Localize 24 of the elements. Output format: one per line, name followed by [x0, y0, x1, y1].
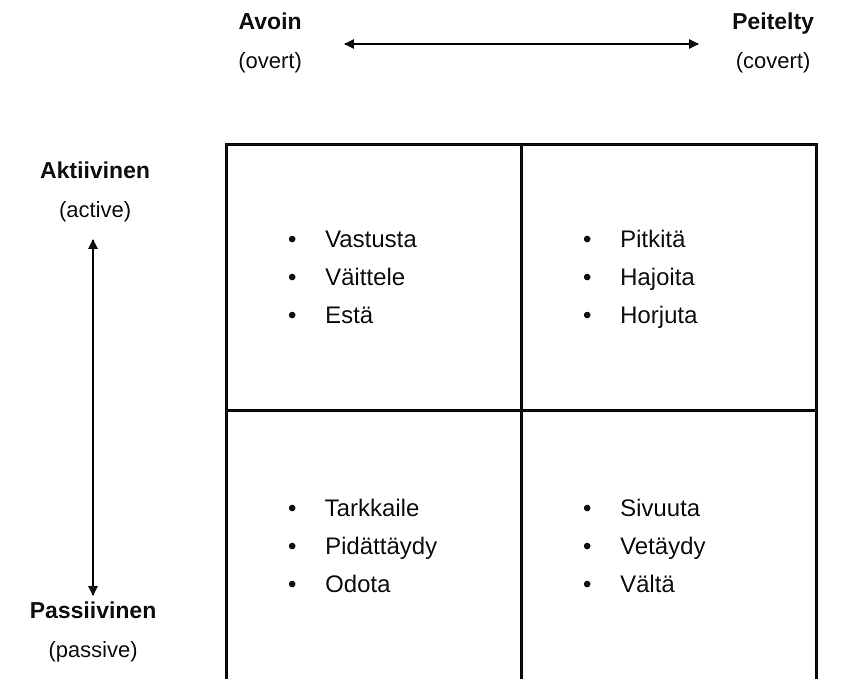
axis-label: Avoin: [238, 7, 302, 36]
list-item: • Hajoita: [583, 262, 696, 292]
axis-label: Passiivinen: [30, 596, 156, 625]
axis-label-translation: (passive): [48, 636, 138, 664]
matrix-cell: [520, 143, 818, 412]
list-item: • Horjuta: [583, 300, 698, 330]
axis-label: Aktiivinen: [40, 156, 150, 185]
axis-label: Peitelty: [732, 7, 814, 36]
matrix-cell: [225, 143, 523, 412]
list-item: • Estä: [288, 300, 374, 330]
axis-label-translation: (overt): [238, 47, 302, 75]
list-item: • Väittele: [288, 262, 406, 292]
list-item: • Odota: [288, 570, 392, 600]
list-item: • Sivuuta: [583, 494, 702, 524]
double-headed-arrow: [344, 39, 699, 49]
axis-label-translation: (active): [58, 196, 132, 224]
list-item: • Pitkitä: [583, 224, 686, 254]
list-item: • Pidättäydy: [288, 532, 438, 562]
list-item: • Vältä: [583, 570, 676, 600]
list-item: • Tarkkaile: [288, 494, 420, 524]
axis-label-translation: (covert): [736, 47, 810, 75]
list-item: • Vastusta: [288, 224, 418, 254]
list-item: • Vetäydy: [583, 532, 706, 562]
double-headed-arrow: [88, 239, 98, 596]
